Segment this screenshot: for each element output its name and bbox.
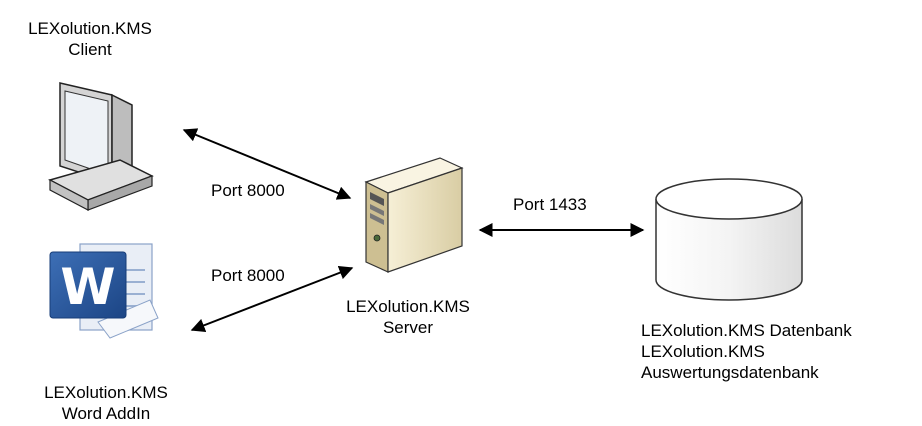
word-addin-label-line1: LEXolution.KMS [44,383,168,402]
database-label-line3: Auswertungsdatenbank [641,363,819,382]
word-addin-label-line2: Word AddIn [61,404,151,423]
port-label-server-db: Port 1433 [513,195,587,214]
word-icon: W [49,243,159,339]
database-label-line2: LEXolution.KMS [641,342,765,361]
server-label: LEXolution.KMS Server [318,296,498,338]
word-addin-label: LEXolution.KMS Word AddIn [16,382,196,424]
port-label-client-server: Port 8000 [211,181,285,200]
client-label-line1: LEXolution.KMS [28,19,152,38]
server-label-line1: LEXolution.KMS [346,297,470,316]
monitor-icon [47,82,154,211]
client-label-line2: Client [68,40,112,59]
server-label-line2: Server [382,318,434,337]
database-label-line1: LEXolution.KMS Datenbank [641,321,852,340]
database-cylinder-icon [655,178,803,301]
arrow-client-server [182,128,352,200]
database-label: LEXolution.KMS Datenbank LEXolution.KMS … [641,320,852,383]
port-label-word-server: Port 8000 [211,266,285,285]
server-tower-icon [364,157,464,273]
arrow-word-server [190,266,354,332]
client-label: LEXolution.KMS Client [0,18,180,60]
word-icon-letter: W [60,258,115,316]
